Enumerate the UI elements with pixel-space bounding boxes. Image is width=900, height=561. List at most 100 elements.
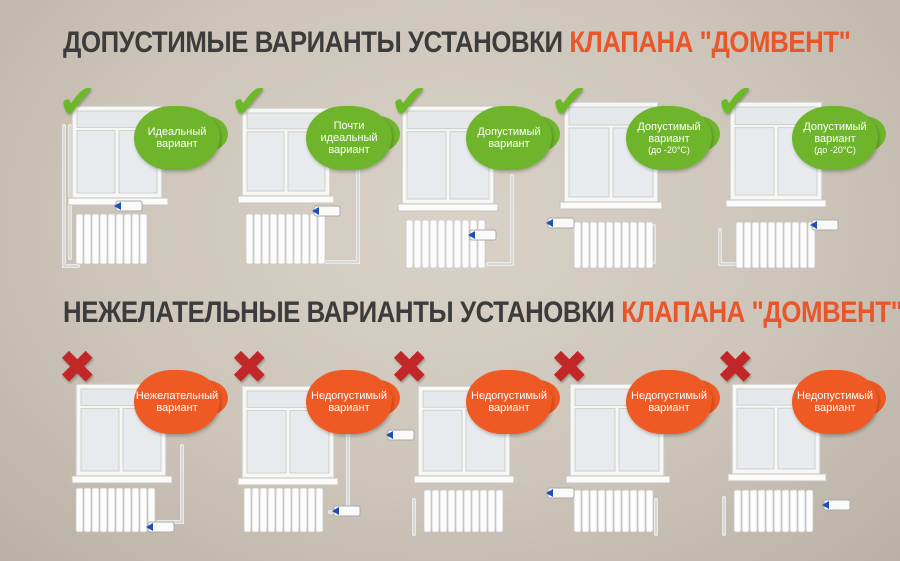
heading-undesirable: НЕЖЕЛАТЕЛЬНЫЕ ВАРИАНТЫ УСТАНОВКИ КЛАПАНА… — [63, 296, 900, 330]
radiator-section — [453, 219, 462, 269]
variant-cloud-badge: Допустимый вариант — [458, 106, 560, 170]
variant-label: Допустимый вариант(до -20°C) — [630, 121, 708, 156]
radiator-section — [775, 221, 784, 269]
valve-arrow-icon — [332, 507, 339, 515]
radiator-section — [243, 487, 252, 533]
radiator-section — [605, 489, 614, 533]
valve-arrow-icon — [822, 501, 829, 509]
window-sill — [565, 475, 671, 484]
radiator — [75, 213, 148, 265]
window-pane-left — [406, 131, 447, 200]
radiator — [573, 221, 654, 269]
acceptable-variant-card: ✔Почти идеальный вариант — [228, 78, 400, 286]
radiator-section — [805, 489, 814, 533]
cross-icon: ✖ — [230, 340, 269, 394]
radiator-section — [439, 489, 448, 533]
valve-arrow-icon — [386, 431, 393, 439]
radiator-section — [767, 221, 776, 269]
radiator-section — [405, 219, 414, 269]
radiator-section — [75, 213, 84, 265]
radiator-section — [573, 489, 582, 533]
radiator-section — [309, 213, 318, 265]
radiator-section — [589, 489, 598, 533]
radiator-section — [797, 489, 806, 533]
window-sill — [397, 203, 499, 212]
radiator-section — [487, 489, 496, 533]
valve-arrow-icon — [810, 221, 817, 229]
variant-label-text: Недопустимый вариант — [631, 390, 707, 414]
window-pane-left — [80, 408, 120, 472]
variant-label: Почти идеальный вариант — [310, 120, 388, 156]
radiator — [733, 489, 814, 533]
installation-scene — [237, 385, 361, 533]
window-pane-left — [246, 410, 287, 474]
window-sill — [237, 477, 339, 486]
variant-cloud-badge: Допустимый вариант(до -20°C) — [784, 106, 886, 170]
radiator-section — [115, 213, 124, 265]
variant-label-text: Недопустимый вариант — [471, 390, 547, 414]
radiator-section — [83, 213, 92, 265]
radiator-section — [115, 487, 124, 533]
radiator-section — [261, 213, 270, 265]
cross-icon: ✖ — [58, 340, 97, 394]
radiator-section — [463, 489, 472, 533]
valve-arrow-icon — [312, 207, 319, 215]
acceptable-variant-card: ✔Допустимый вариант — [388, 78, 560, 286]
window-sill — [559, 201, 663, 210]
cross-icon: ✖ — [716, 340, 755, 394]
check-icon: ✔ — [58, 74, 97, 128]
radiator-section — [581, 489, 590, 533]
variant-label: Недопустимый вариант — [630, 390, 708, 414]
radiator-section — [751, 221, 760, 269]
radiator-section — [107, 213, 116, 265]
radiator-section — [253, 213, 262, 265]
window-sill — [237, 195, 335, 204]
undesirable-variant-card: ✖Нежелательный вариант — [56, 344, 228, 550]
radiator-section — [423, 489, 432, 533]
radiator-section — [581, 221, 590, 269]
variant-label: Недопустимый вариант — [796, 390, 874, 414]
check-icon: ✔ — [550, 74, 589, 128]
check-icon: ✔ — [390, 74, 429, 128]
variant-temperature-note: (до -20°C) — [814, 144, 856, 155]
radiator-section — [269, 213, 278, 265]
radiator-section — [267, 487, 276, 533]
variant-label-text: Нежелательный вариант — [135, 390, 219, 414]
variant-label-text: Допустимый вариант — [637, 120, 701, 145]
radiator — [735, 221, 816, 269]
radiator-section — [477, 219, 486, 269]
valve-arrow-icon — [546, 489, 553, 497]
variant-label: Идеальный вариант — [138, 126, 216, 150]
acceptable-variant-card: ✔Допустимый вариант(до -20°C) — [546, 78, 720, 286]
pipe-edge — [488, 176, 513, 265]
radiator-section — [445, 219, 454, 269]
radiator-section — [765, 489, 774, 533]
radiator-section — [317, 213, 326, 265]
radiator-section — [275, 487, 284, 533]
radiator-section — [245, 213, 254, 265]
radiator-section — [107, 487, 116, 533]
undesirable-variant-card: ✖Недопустимый вариант — [228, 344, 400, 550]
radiator-section — [613, 489, 622, 533]
radiator-section — [629, 489, 638, 533]
window-sill — [725, 199, 827, 208]
window-sill — [727, 473, 827, 482]
radiator-section — [99, 487, 108, 533]
radiator-section — [629, 221, 638, 269]
variant-label-text: Допустимый вариант — [477, 126, 541, 150]
cross-icon: ✖ — [390, 340, 429, 394]
radiator-section — [301, 213, 310, 265]
pipe-edge — [326, 166, 359, 263]
radiator-section — [637, 489, 646, 533]
radiator-section — [759, 221, 768, 269]
radiator-section — [91, 487, 100, 533]
radiator-section — [495, 489, 504, 533]
window-pane-left — [574, 408, 616, 472]
variant-label: Недопустимый вариант — [470, 390, 548, 414]
radiator-section — [123, 213, 132, 265]
radiator-section — [621, 221, 630, 269]
undesirable-variant-card: ✖Недопустимый вариант — [714, 344, 886, 550]
variant-temperature-note: (до -20°C) — [648, 144, 690, 155]
radiator-section — [749, 489, 758, 533]
radiator-section — [91, 213, 100, 265]
